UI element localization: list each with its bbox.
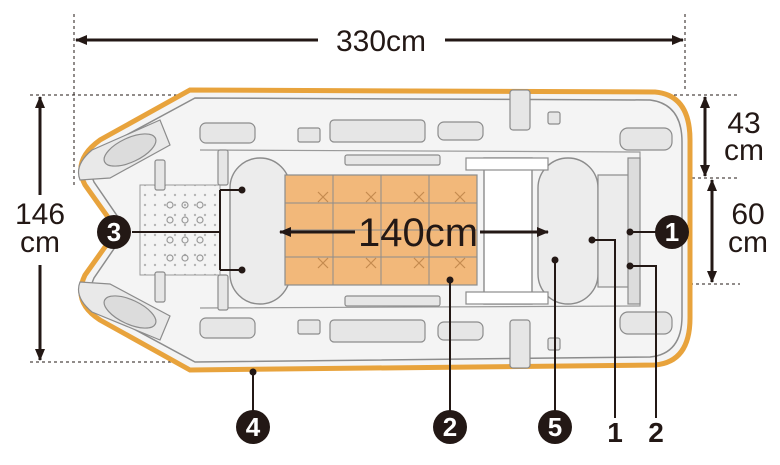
floor-length-label: 140cm [358, 211, 478, 255]
badge-2: 2 [433, 410, 467, 444]
tube-width-unit: cm [724, 134, 764, 167]
tube-width-value: 43 [727, 107, 760, 140]
badge-3: 3 [97, 215, 131, 249]
tube-fittings [154, 89, 673, 369]
badge-2-label: 2 [443, 412, 457, 442]
overall-width-unit: cm [20, 226, 60, 259]
overall-length-label: 330cm [336, 25, 426, 58]
badge-4: 4 [236, 410, 270, 444]
bow-floor-holes [166, 201, 204, 262]
overall-width-value: 146 [15, 198, 65, 231]
floor-board-xmarks [317, 191, 466, 269]
center-bench-bottom [465, 291, 549, 305]
badge-3-label: 3 [107, 217, 121, 247]
badge-1: 1 [655, 215, 689, 249]
badge-4-label: 4 [246, 412, 261, 442]
plain-label-1: 1 [607, 417, 623, 448]
dimension-lines [35, 35, 717, 361]
badge-5: 5 [538, 410, 572, 444]
badge-5-label: 5 [548, 412, 562, 442]
bow-floor-panel [139, 184, 221, 276]
callout-leaders [132, 189, 660, 418]
transom-width-value: 60 [731, 198, 764, 231]
badge-1-label: 1 [665, 217, 679, 247]
bow-cones [77, 119, 171, 341]
plain-label-2: 2 [648, 417, 664, 448]
center-bench-top [465, 157, 549, 171]
transom-width-unit: cm [728, 226, 768, 259]
callout-dots [238, 186, 634, 376]
floor-board-grid [285, 175, 477, 285]
